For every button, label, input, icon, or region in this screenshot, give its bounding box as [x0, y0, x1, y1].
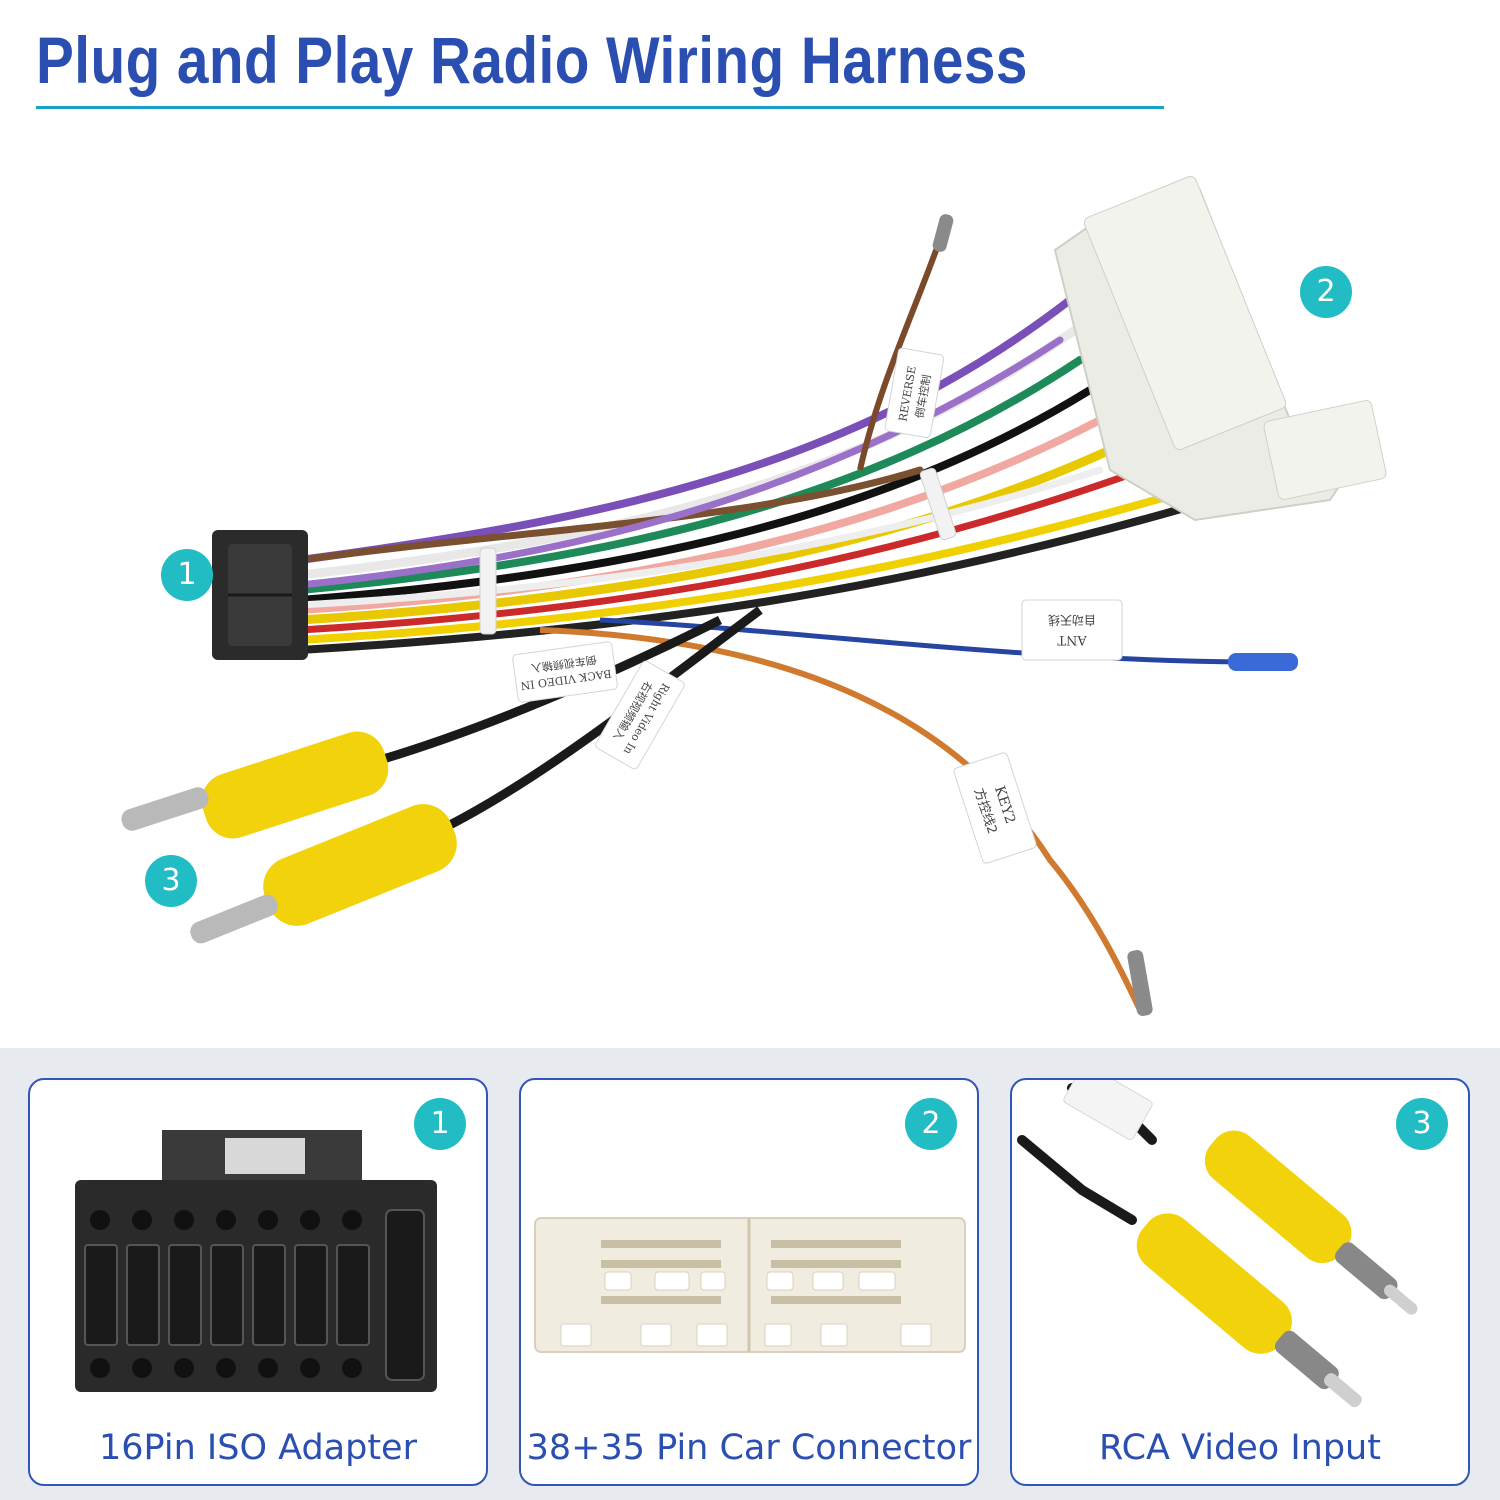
zip-tie — [919, 467, 957, 541]
car-connector-icon — [534, 1217, 966, 1353]
badge-1: 1 — [161, 549, 213, 601]
card-rca-input: 3 RCA Video Input — [1010, 1078, 1470, 1486]
reverse-wire — [857, 224, 948, 471]
car-connector — [1053, 175, 1387, 522]
iso-connector — [212, 530, 308, 660]
ant-wire-tip — [1228, 653, 1298, 671]
title-underline — [36, 106, 1164, 109]
rca-plug-upper — [121, 731, 389, 839]
reverse-wire-tip — [932, 214, 954, 252]
wire-tag-key2: KEY2 方控线2 — [953, 752, 1037, 864]
wire-tag-back-video: BACK VIDEO IN 倒车视频输入 — [512, 641, 618, 703]
iso-connector-icon — [75, 1130, 437, 1392]
zip-tie — [479, 547, 497, 635]
ant-wire — [599, 617, 1251, 665]
badge-2: 2 — [1300, 266, 1352, 318]
card-label-rca-input: RCA Video Input — [1099, 1428, 1381, 1468]
wire-tag-reverse: REVERSE 倒车控制 — [884, 347, 945, 439]
card-badge-2: 2 — [905, 1098, 957, 1150]
rca-plug-lower — [190, 804, 457, 944]
key2-wire-tip — [1127, 950, 1153, 1016]
card-car-connector: 2 38+35 Pin Car Connector — [519, 1078, 979, 1486]
card-badge-1: 1 — [414, 1098, 466, 1150]
rca-plug-icon — [1017, 1080, 1418, 1408]
card-iso-adapter: 1 16Pin ISO Adapter — [28, 1078, 488, 1486]
card-badge-3: 3 — [1396, 1098, 1448, 1150]
wire-tag-ant: ANT 自动天线 — [1021, 599, 1123, 661]
page-title: Plug and Play Radio Wiring Harness — [36, 23, 1028, 97]
wire-bundle — [295, 296, 1199, 654]
badge-3: 3 — [145, 855, 197, 907]
harness-photo: REVERSE 倒车控制 BACK VIDEO IN 倒车视频输入 Right … — [121, 175, 1387, 1016]
wire-tag-ant-cn: 自动天线 — [1048, 613, 1096, 627]
card-label-iso-adapter: 16Pin ISO Adapter — [99, 1428, 417, 1468]
rca-cable-2 — [437, 606, 763, 835]
card-label-car-connector: 38+35 Pin Car Connector — [526, 1428, 972, 1468]
rca-cable-1 — [378, 615, 723, 765]
wire-tag-ant-text: ANT — [1057, 632, 1088, 647]
